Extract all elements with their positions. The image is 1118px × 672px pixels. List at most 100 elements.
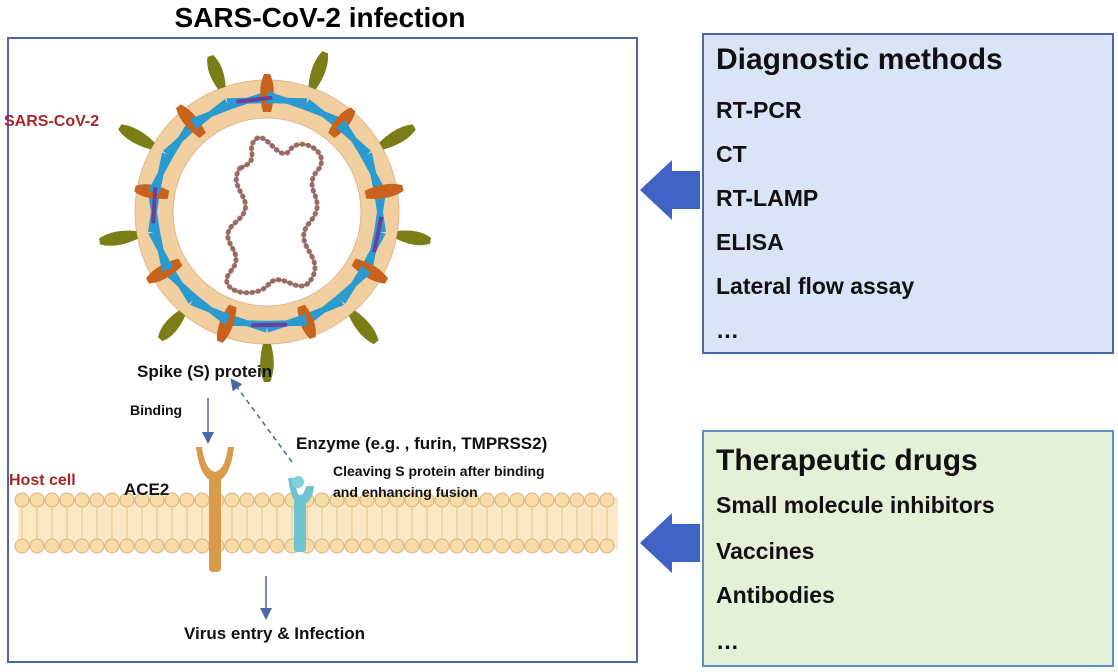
membrane-stripe [251, 322, 288, 328]
lipid-head [569, 492, 585, 508]
spike-protein [396, 230, 431, 246]
lipid-head [104, 538, 120, 554]
lipid-head [14, 492, 30, 508]
envelope-protein [336, 265, 372, 304]
therapeutic-heading: Therapeutic drugs [716, 444, 978, 477]
envelope-protein [226, 313, 269, 333]
therapeutic-drugs-box: Therapeutic drugs Small molecule inhibit… [702, 430, 1114, 667]
lipid-head [164, 538, 180, 554]
lipid-head [419, 538, 435, 554]
cleaving-label-line2: and enhancing fusion [333, 484, 478, 500]
lipid-head [359, 538, 375, 554]
lipid-head [254, 492, 270, 508]
lipid-head [554, 538, 570, 554]
spike-protein [145, 258, 183, 284]
therapeutic-item: … [716, 628, 739, 654]
lipid-head [434, 538, 450, 554]
lipid-head [404, 538, 420, 554]
lipid-head [314, 538, 330, 554]
lipid-head [59, 492, 75, 508]
envelope-protein [148, 152, 174, 195]
diagnostic-arrow [640, 160, 700, 220]
spike-protein [364, 183, 404, 199]
lipid-head [539, 492, 555, 508]
figure-title: SARS-CoV-2 infection [174, 2, 466, 33]
lipid-head [509, 492, 525, 508]
lipid-head [584, 492, 600, 508]
cleave-dashed-arrow [230, 378, 293, 463]
spike-protein [207, 54, 226, 90]
spike-protein [118, 124, 155, 150]
therapeutic-item: Antibodies [716, 582, 835, 608]
envelope-protein [162, 120, 198, 159]
lipid-head [89, 492, 105, 508]
rna-genome [224, 135, 324, 296]
lipid-head [74, 538, 90, 554]
spike-protein [157, 310, 186, 342]
lipid-head [119, 538, 135, 554]
binding-label: Binding [130, 402, 183, 418]
lipid-head [104, 492, 120, 508]
spike-protein [175, 104, 206, 138]
spike-protein-label: Spike (S) protein [137, 362, 273, 381]
host-cell-label: Host cell [9, 472, 76, 489]
lipid-head [254, 538, 270, 554]
lipid-head [89, 538, 105, 554]
lipid-head [314, 492, 330, 508]
lipid-head [179, 492, 195, 508]
lipid-head [524, 492, 540, 508]
spike-protein [216, 304, 237, 343]
lipid-head [179, 538, 195, 554]
diagnostic-heading: Diagnostic methods [716, 43, 1003, 76]
diagnostic-item: RT-LAMP [716, 185, 819, 211]
spike-protein [99, 230, 138, 246]
ace2-label: ACE2 [124, 480, 170, 499]
lipid-head [554, 492, 570, 508]
therapeutic-item: Vaccines [716, 538, 815, 564]
diagnostic-methods-box: Diagnostic methods RT-PCR CT RT-LAMP ELI… [702, 33, 1114, 354]
envelope-protein [303, 98, 344, 130]
ace2-receptor [196, 447, 234, 572]
lipid-head [29, 492, 45, 508]
lipid-head [599, 492, 615, 508]
lipid-head [509, 538, 525, 554]
diagnostic-item: CT [716, 141, 747, 167]
spike-protein [379, 124, 416, 150]
virus-entry-label: Virus entry & Infection [184, 624, 366, 643]
spike-protein [260, 344, 274, 382]
spike-protein [308, 51, 329, 90]
spike-protein [328, 107, 356, 138]
lipid-head [239, 538, 255, 554]
lipid-head [239, 492, 255, 508]
lipid-head [134, 538, 150, 554]
spike-protein [297, 304, 316, 339]
diagnostic-item: … [716, 317, 739, 343]
lipid-head [464, 538, 480, 554]
diagnostic-item: Lateral flow assay [716, 273, 915, 299]
lipid-head [569, 538, 585, 554]
spike-protein [351, 258, 389, 284]
lipid-head [269, 538, 285, 554]
lipid-head [59, 538, 75, 554]
lipid-head [224, 492, 240, 508]
cell-membrane [14, 492, 618, 554]
envelope-protein [303, 294, 344, 326]
lipid-head [44, 492, 60, 508]
lipid-head [584, 538, 600, 554]
envelope-protein [148, 229, 174, 272]
lipid-head [479, 492, 495, 508]
lipid-head [194, 492, 210, 508]
lipid-head [14, 538, 30, 554]
envelope-protein [374, 192, 386, 232]
virus-particle [99, 51, 431, 382]
enzyme-label: Enzyme (e.g. , furin, TMPRSS2) [296, 434, 548, 453]
cleaving-label-line1: Cleaving S protein after binding [333, 463, 545, 479]
lipid-head [29, 538, 45, 554]
lipid-head [539, 538, 555, 554]
therapeutic-item: Small molecule inhibitors [716, 492, 995, 518]
spike-protein [348, 310, 379, 345]
therapeutic-arrow [640, 513, 700, 573]
envelope-protein [162, 265, 198, 304]
diagnostic-item: RT-PCR [716, 97, 802, 123]
